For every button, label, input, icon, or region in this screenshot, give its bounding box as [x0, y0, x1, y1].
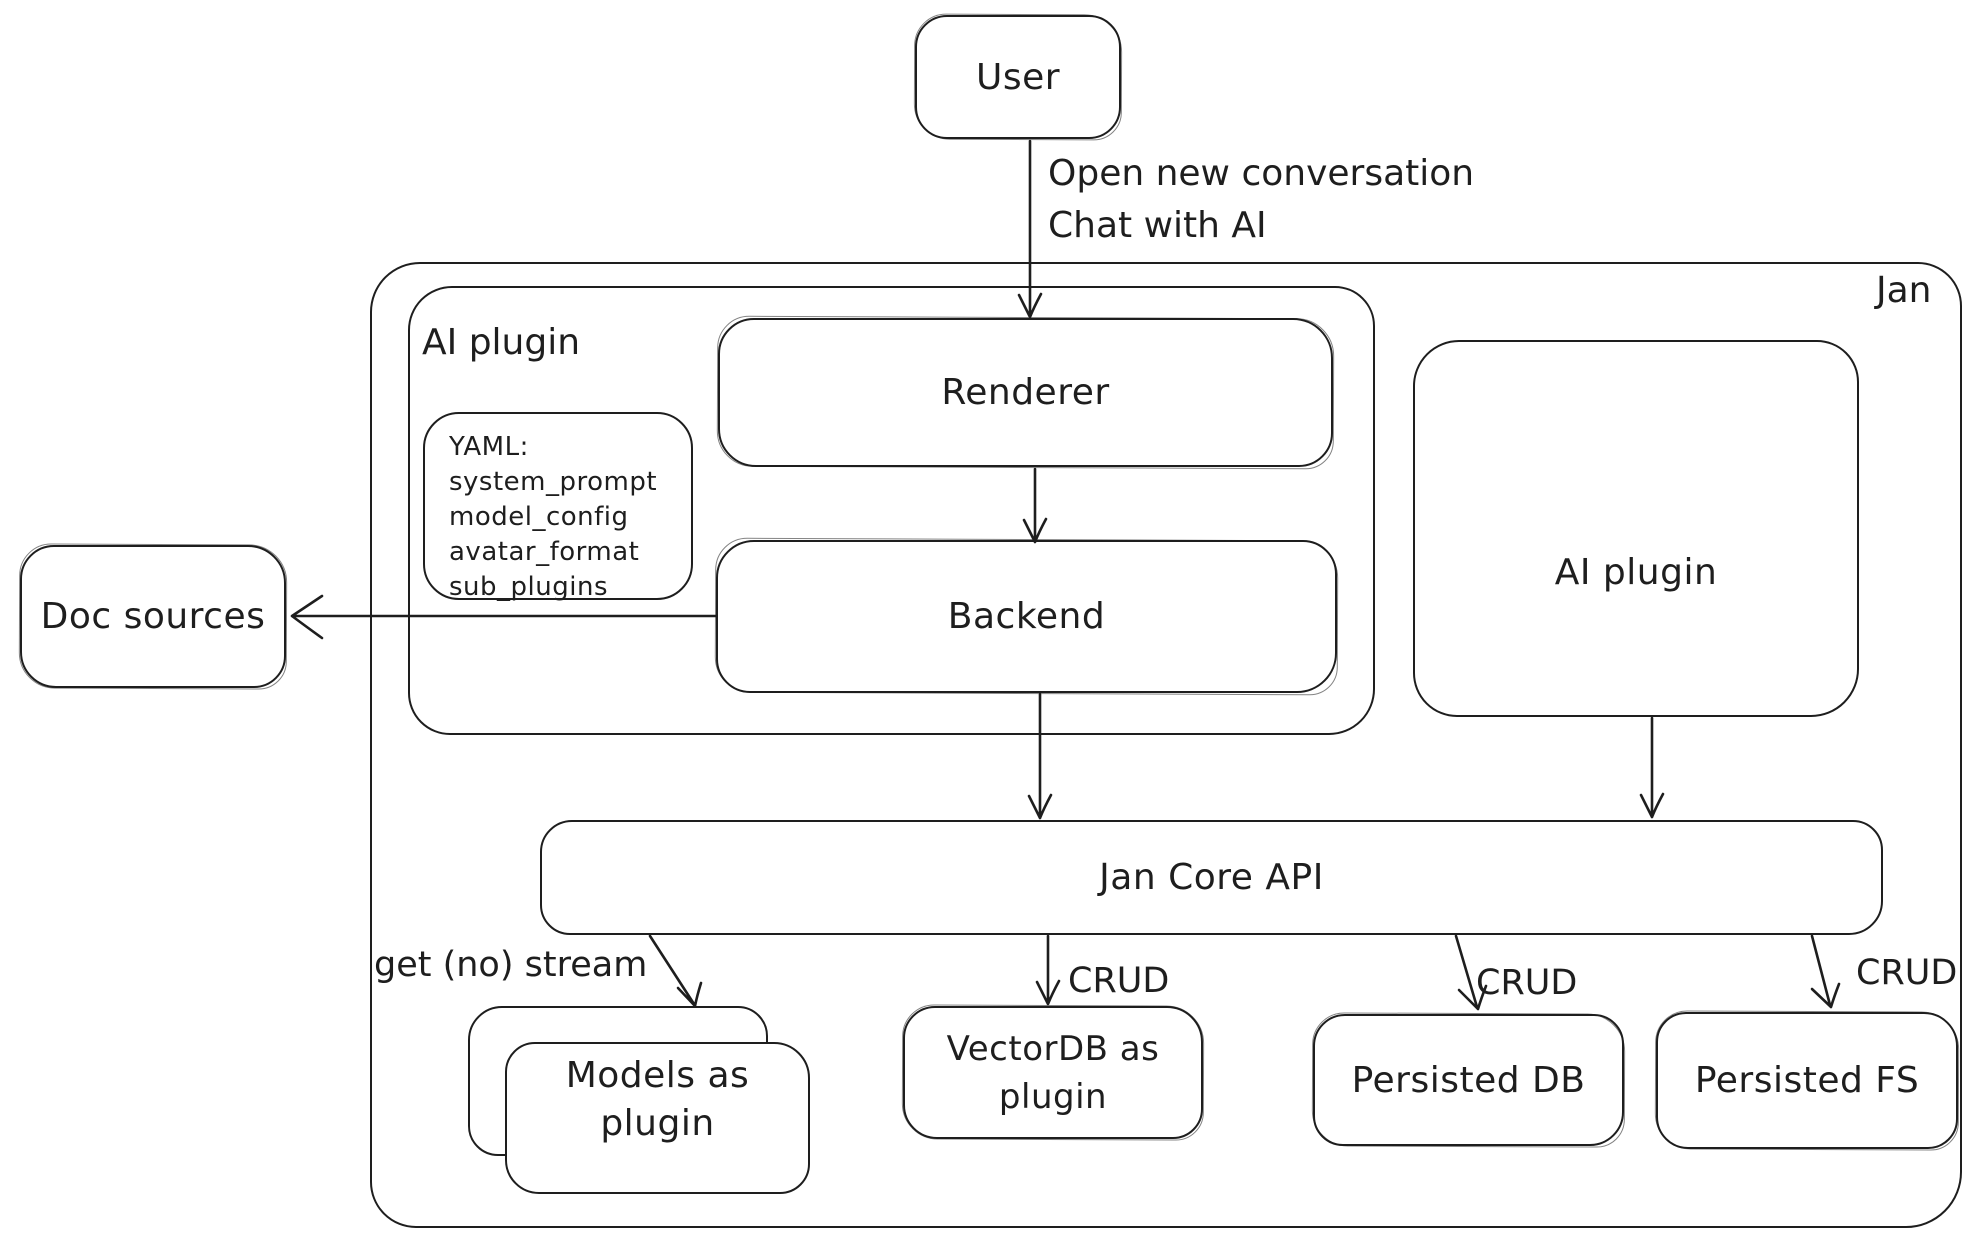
node-renderer-label: Renderer [941, 372, 1110, 413]
node-ai-plugin-right: AI plugin [1413, 340, 1859, 717]
edge-label-line: Open new conversation [1048, 153, 1475, 194]
yaml-line: sub_plugins [449, 572, 608, 602]
node-models-as-plugin: Models as plugin [505, 1042, 810, 1194]
node-yaml-note: YAML: system_prompt model_config avatar_… [423, 412, 693, 602]
node-vectordb-as-plugin: VectorDB as plugin [903, 1006, 1203, 1139]
node-jan-core-api: Jan Core API [540, 820, 1883, 935]
node-models-as-plugin-label: Models as plugin [565, 1055, 750, 1144]
node-user-label: User [975, 56, 1061, 98]
yaml-line: system_prompt [449, 467, 658, 497]
edge-label-line: Chat with AI [1048, 205, 1267, 246]
node-persisted-fs-label: Persisted FS [1694, 1060, 1920, 1101]
edge-label-crud-persisted-fs: CRUD [1856, 953, 1958, 993]
node-user: User [915, 15, 1121, 139]
jan-container-label: Jan [1876, 270, 1932, 311]
node-doc-sources-label: Doc sources [40, 596, 266, 637]
node-backend-label: Backend [947, 596, 1106, 637]
node-persisted-fs: Persisted FS [1656, 1012, 1958, 1149]
edge-label-get-no-stream: get (no) stream [374, 945, 648, 985]
yaml-line: avatar_format [449, 537, 640, 567]
node-doc-sources: Doc sources [20, 545, 286, 688]
node-vectordb-as-plugin-label: VectorDB as plugin [946, 1028, 1160, 1117]
node-jan-core-api-label: Jan Core API [1099, 857, 1324, 898]
node-backend: Backend [716, 540, 1337, 693]
node-persisted-db: Persisted DB [1313, 1014, 1624, 1146]
jan-container [370, 262, 1962, 1228]
edge-label-crud-persisted-db: CRUD [1476, 963, 1578, 1003]
node-persisted-db-label: Persisted DB [1351, 1059, 1586, 1101]
yaml-line: model_config [449, 502, 629, 532]
ai-plugin-group-label: AI plugin [422, 322, 581, 363]
node-ai-plugin-right-label: AI plugin [1554, 552, 1718, 593]
node-renderer: Renderer [718, 318, 1333, 467]
ai-plugin-group [408, 286, 1375, 735]
edge-label-user-to-renderer: Open new conversation Chat with AI [1048, 148, 1474, 252]
edge-label-crud-vectordb: CRUD [1068, 961, 1170, 1001]
yaml-line: YAML: [449, 432, 529, 462]
